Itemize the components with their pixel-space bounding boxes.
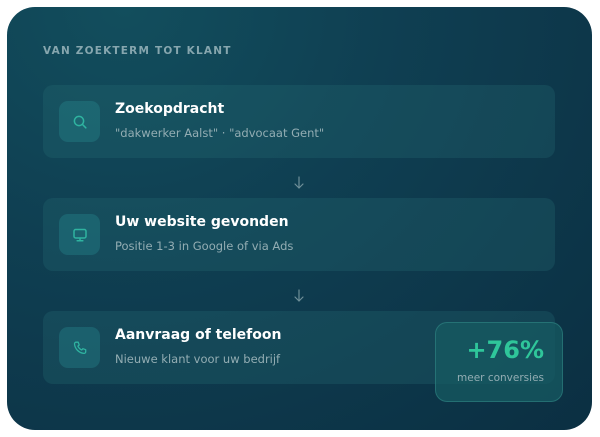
step-contact: Aanvraag of telefoon Nieuwe klant voor u… bbox=[43, 311, 555, 384]
step-title: Aanvraag of telefoon bbox=[115, 327, 282, 343]
search-icon bbox=[73, 115, 87, 129]
arrow-down-icon bbox=[294, 176, 304, 189]
step-icon-box bbox=[59, 327, 100, 368]
step-title: Uw website gevonden bbox=[115, 214, 289, 230]
step-title: Zoekopdracht bbox=[115, 101, 225, 117]
step-subtitle: Nieuwe klant voor uw bedrijf bbox=[115, 352, 281, 366]
card-title: VAN ZOEKTERM TOT KLANT bbox=[43, 45, 232, 57]
stat-value: +76% bbox=[466, 336, 544, 364]
step-icon-box bbox=[59, 101, 100, 142]
step-website: Uw website gevonden Positie 1-3 in Googl… bbox=[43, 198, 555, 271]
step-subtitle: Positie 1-3 in Google of via Ads bbox=[115, 239, 294, 253]
step-icon-box bbox=[59, 214, 100, 255]
funnel-card: VAN ZOEKTERM TOT KLANT Zoekopdracht "dak… bbox=[7, 7, 592, 430]
step-search: Zoekopdracht "dakwerker Aalst" · "advoca… bbox=[43, 85, 555, 158]
step-subtitle: "dakwerker Aalst" · "advocaat Gent" bbox=[115, 126, 325, 140]
monitor-icon bbox=[72, 228, 87, 242]
conversion-stat-badge: +76% meer conversies bbox=[435, 322, 563, 402]
phone-icon bbox=[73, 341, 86, 354]
arrow-down-icon bbox=[294, 289, 304, 302]
stat-label: meer conversies bbox=[457, 372, 544, 384]
